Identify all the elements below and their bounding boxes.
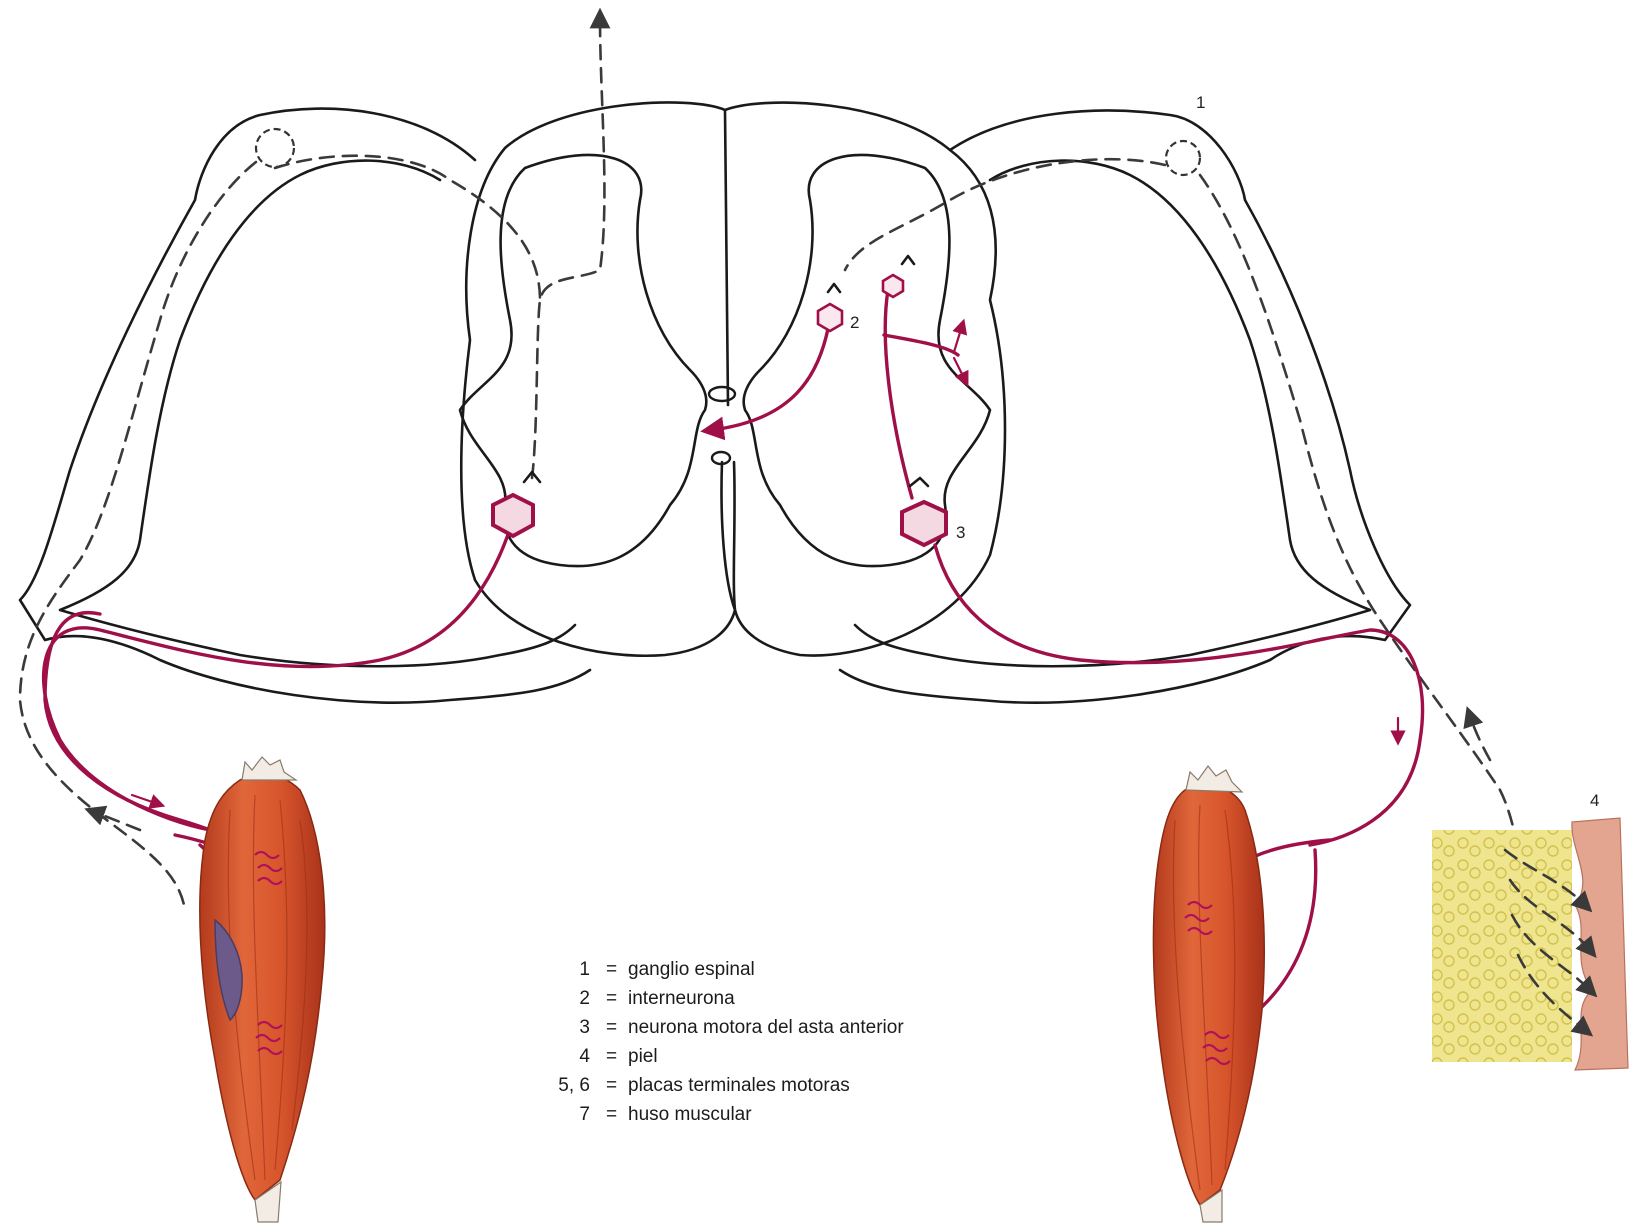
legend-key: 5, 6 <box>558 1075 590 1096</box>
right-motor-synapse <box>910 478 928 486</box>
dorsal-median-sulcus <box>725 110 728 405</box>
legend-separator: = <box>606 988 617 1009</box>
legend-text: huso muscular <box>628 1104 752 1125</box>
spinal-cord <box>460 102 1005 655</box>
legend-key: 1 <box>579 959 590 980</box>
legend-text: neurona motora del asta anterior <box>628 1017 904 1038</box>
label-motor-neuron-marker: 3 <box>956 523 965 542</box>
central-canal <box>709 387 735 401</box>
skin-fat-layer <box>1432 830 1572 1062</box>
legend-key: 3 <box>579 1017 590 1038</box>
label-interneuron-marker: 2 <box>850 313 859 332</box>
right-nerve-outer-outline <box>840 111 1410 703</box>
legend: 1 = ganglio espinal 2 = interneurona 3 = neurona… <box>558 959 904 1125</box>
left-motor-neuron <box>493 495 533 536</box>
left-tendon-top <box>242 757 296 780</box>
motor-neuron-upper <box>883 275 903 297</box>
label-ganglion-marker: 1 <box>1196 93 1205 112</box>
legend-text: ganglio espinal <box>628 959 755 980</box>
right-nerve-inner-outline <box>855 161 1370 667</box>
left-muscle <box>200 757 325 1222</box>
right-ganglion-cell <box>1166 141 1200 175</box>
legend-separator: = <box>606 1104 617 1125</box>
skin-dermis-layer <box>1572 818 1628 1070</box>
legend-text: piel <box>628 1046 658 1067</box>
right-afferent-arrow <box>1470 716 1490 760</box>
upper-synapse <box>902 256 914 264</box>
left-ganglion-cell <box>256 129 294 167</box>
right-afferent-path <box>845 159 1165 270</box>
right-afferent-descending <box>1200 175 1525 900</box>
interneuron-synapse <box>828 284 840 292</box>
legend-separator: = <box>606 1075 617 1096</box>
right-muscle-belly <box>1153 785 1264 1205</box>
label-skin-marker: 4 <box>1590 791 1599 810</box>
ventral-median-fissure <box>722 462 735 610</box>
left-nerve-inner-outline <box>60 161 575 667</box>
right-tendon-top <box>1186 766 1242 792</box>
right-motor-neuron <box>902 502 946 545</box>
ascending-tract-arrow <box>532 18 604 478</box>
left-muscle-belly <box>200 775 325 1200</box>
legend-separator: = <box>606 1017 617 1038</box>
legend-text: placas terminales motoras <box>628 1075 850 1096</box>
grey-matter-right <box>744 155 990 566</box>
legend-key: 7 <box>579 1104 590 1125</box>
collateral-branch <box>884 335 958 355</box>
legend-key: 4 <box>579 1046 590 1067</box>
interneuron-axon <box>712 318 830 430</box>
collateral-arrow-up <box>954 326 962 352</box>
right-spinal-nerve: 1 <box>840 93 1410 703</box>
skin-section: 4 <box>1432 791 1628 1070</box>
legend-text: interneurona <box>628 988 735 1009</box>
motor-neuron-dendrite <box>885 290 912 498</box>
legend-separator: = <box>606 1046 617 1067</box>
legend-separator: = <box>606 959 617 980</box>
interneuron <box>818 304 842 331</box>
legend-key: 2 <box>579 988 590 1009</box>
right-muscle <box>1153 766 1264 1222</box>
